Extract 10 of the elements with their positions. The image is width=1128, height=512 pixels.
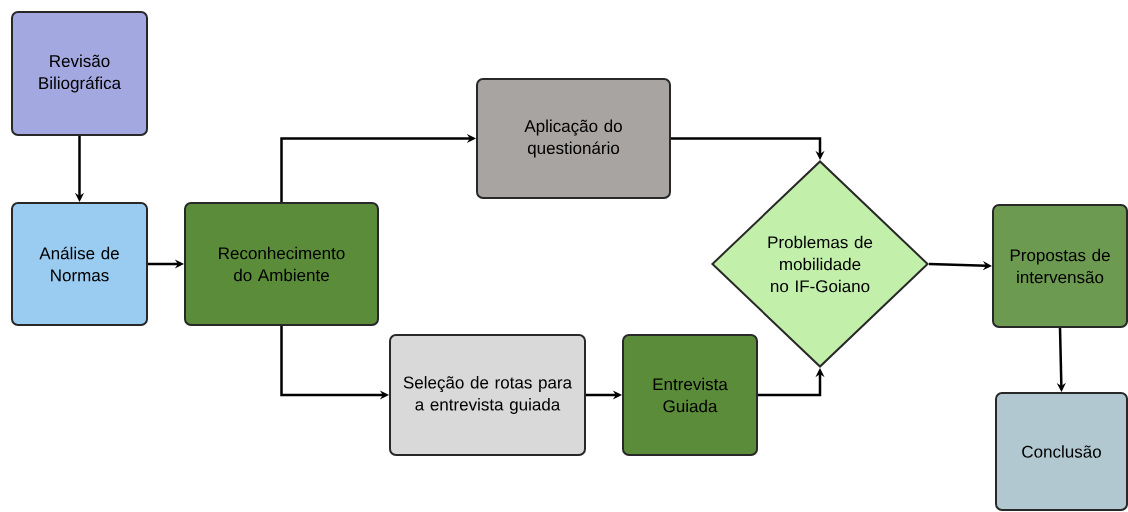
process-box: Propostas de intervensão	[992, 204, 1128, 328]
process-box: Reconhecimento do Ambiente	[184, 202, 379, 326]
process-box: Revisão Biliográfica	[11, 11, 148, 136]
process-box: Análise de Normas	[11, 202, 148, 326]
process-box: Conclusão	[995, 392, 1128, 511]
process-box: Aplicação do questionário	[476, 78, 671, 199]
process-box: Seleção de rotas para a entrevista guiada	[389, 334, 586, 456]
arrow	[280, 133, 476, 202]
arrow	[671, 137, 825, 160]
process-box: Entrevista Guiada	[622, 334, 758, 456]
